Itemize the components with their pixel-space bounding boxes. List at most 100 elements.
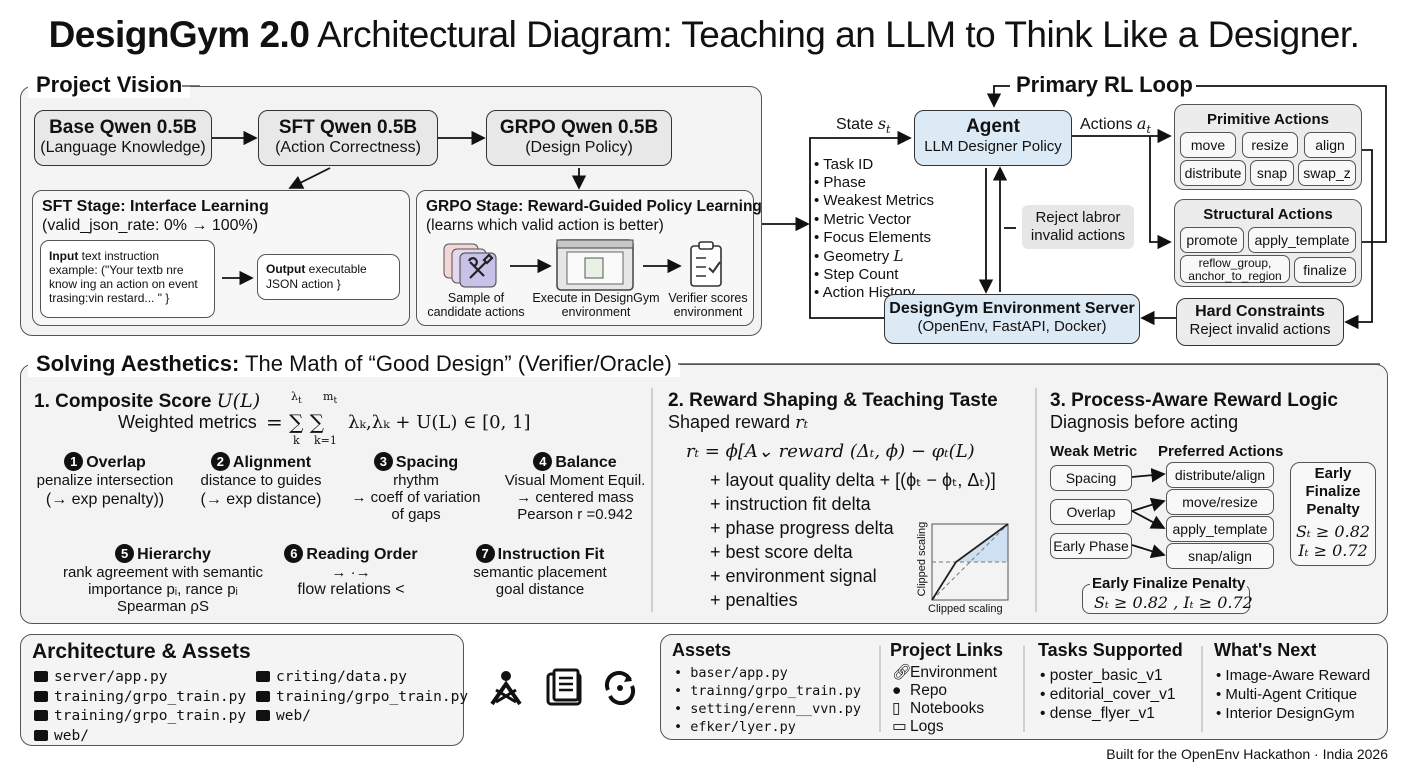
stage-sft-title: SFT Qwen 0.5B: [278, 117, 418, 138]
early-finalize-box: Early Finalize Penalty Sₜ ≥ 0.82 Iₜ ≥ 0.…: [1290, 462, 1376, 566]
reject-invalid-box: Reject labror invalid actions: [1022, 205, 1134, 249]
designer-tools-icon: [490, 671, 522, 706]
sft-stage-sub: (valid_json_rate: 0% → 100%): [42, 217, 259, 234]
state-label: State st: [836, 114, 891, 137]
environment-server-node: DesignGym Environment Server (OpenEnv, F…: [884, 294, 1140, 344]
tasks-title: Tasks Supported: [1038, 640, 1183, 660]
stage-sft-sub: (Action Correctness): [275, 139, 421, 156]
chart-y-label: Clipped scaling: [916, 521, 928, 597]
folder-icon: [34, 710, 48, 721]
grpo-step-execute: Execute in DesignGym environment: [532, 291, 660, 319]
assets-title: Assets: [672, 640, 732, 660]
folder-icon: [256, 690, 270, 702]
stage-base-sub: (Language Knowledge): [40, 139, 206, 156]
folder-icon: [256, 671, 270, 682]
folder-item: training/grpo_train.py: [34, 688, 246, 708]
verifier-clipboard-icon: [690, 241, 722, 287]
action-resize: resize: [1242, 132, 1298, 158]
page-title: DesignGym 2.0 Architectural Diagram: Tea…: [48, 14, 1360, 55]
asset-item: • efker/lyer.py: [674, 719, 796, 735]
aesthetics-title: Solving Aesthetics: The Math of “Good De…: [28, 351, 680, 377]
sft-input-text: text instruction example: ("Your textb n…: [49, 249, 198, 305]
clipped-scaling-chart: [931, 523, 1009, 601]
state-item: • Task ID: [814, 156, 874, 173]
sft-output-text: executable JSON action }: [266, 262, 367, 291]
shaped-reward-label: Shaped reward rₜ: [668, 412, 809, 433]
reward-formula: rₜ = ϕ[A⌄ reward (Δₜ, ϕ) − φₜ(L): [686, 441, 975, 462]
early-finalize-bottom-formula: Sₜ ≥ 0.82 , Iₜ ≥ 0.72: [1094, 593, 1253, 612]
folder-item: training/grpo_train.py: [256, 688, 468, 708]
next-title: What's Next: [1214, 640, 1317, 660]
action-move: move: [1180, 132, 1236, 158]
link-logs[interactable]: ▭Logs: [892, 718, 944, 735]
grpo-step-verifier: Verifier scores environment: [668, 291, 748, 319]
composite-formula-tail: λₖ,λₖ + U(L) ∈ [0, 1]: [348, 412, 531, 433]
early-finalize-bottom-title: Early Finalize Penalty: [1090, 575, 1248, 592]
sft-input-box: Input text instruction example: ("Your t…: [40, 240, 215, 318]
next-item: • Interior DesignGym: [1216, 705, 1355, 722]
links-list: 🔗︎Environment ●Repo ▯Notebooks ▭Logs: [892, 664, 997, 736]
architecture-title: Architecture & Assets: [32, 640, 251, 663]
asset-item: • trainng/grpo_train.py: [674, 683, 861, 699]
architecture-panel: [20, 634, 464, 746]
hard-constraints-node: Hard Constraints Reject invalid actions: [1176, 298, 1344, 346]
pref-snap-align: snap/align: [1166, 543, 1274, 569]
next-item: • Multi-Agent Critique: [1216, 686, 1358, 703]
architecture-col2: criting/data.py training/grpo_train.py w…: [256, 668, 468, 727]
task-item: • editorial_cover_v1: [1040, 686, 1176, 703]
stage-base-title: Base Qwen 0.5B: [49, 117, 197, 138]
environment-server-title: DesignGym Environment Server: [889, 300, 1135, 317]
grpo-step-sample: Sample of candidate actions: [427, 291, 525, 319]
reward-term: + phase progress delta: [710, 518, 894, 538]
link-notebooks[interactable]: ▯Notebooks: [892, 700, 985, 717]
folder-icon: [256, 710, 270, 721]
reward-term: + environment signal: [710, 566, 877, 586]
links-title: Project Links: [890, 640, 1004, 660]
link-repo[interactable]: ●Repo: [892, 682, 948, 699]
state-item: • Weakest Metrics: [814, 192, 935, 210]
task-item: • dense_flyer_v1: [1040, 705, 1155, 722]
tasks-list: • poster_basic_v1 • editorial_cover_v1 •…: [1040, 666, 1176, 723]
folder-item: training/grpo_train.py: [34, 707, 246, 727]
reward-term: + instruction fit delta: [710, 494, 871, 514]
link-icon: 🔗︎: [892, 664, 912, 681]
early-finalize-c1: Sₜ ≥ 0.82: [1295, 522, 1371, 541]
stage-grpo-sub: (Design Policy): [525, 139, 633, 156]
preferred-actions-header: Preferred Actions: [1158, 443, 1284, 460]
asset-item: • setting/erenn__vvn.py: [674, 701, 861, 717]
next-item: • Image-Aware Reward: [1216, 667, 1371, 684]
folder-icon: [34, 690, 48, 702]
action-apply-template: apply_template: [1248, 227, 1356, 253]
chart-x-label: Clipped scaling: [928, 603, 1003, 615]
weighted-metrics-label: Weighted metrics: [118, 412, 257, 432]
sft-output-box: Output executable JSON action }: [257, 254, 400, 300]
action-align: align: [1304, 132, 1356, 158]
pref-move-resize: move/resize: [1166, 489, 1274, 515]
link-environment[interactable]: 🔗︎Environment: [892, 664, 998, 681]
folder-item: criting/data.py: [256, 668, 468, 688]
actions-label: Actions at: [1080, 114, 1151, 137]
stage-grpo-title: GRPO Qwen 0.5B: [499, 117, 659, 138]
state-item: • Focus Elements: [814, 228, 931, 246]
rl-loop-title: Primary RL Loop: [1016, 72, 1193, 97]
sft-stage-title: SFT Stage: Interface Learning: [42, 198, 269, 215]
reward-shaping-heading: 2. Reward Shaping & Teaching Taste: [668, 390, 998, 411]
sync-loop-icon: [604, 670, 636, 706]
sft-input-label: Input: [49, 249, 79, 263]
reward-term: + layout quality delta + [(ϕₜ − ϕₜ, Δₜ)]: [710, 470, 996, 490]
action-swap-z: swap_z: [1298, 160, 1356, 186]
asset-item: • baser/app.py: [674, 665, 788, 681]
early-finalize-title: Early Finalize Penalty: [1305, 465, 1361, 518]
action-promote: promote: [1180, 227, 1244, 253]
folder-icon: [34, 729, 48, 741]
footer-credit: Built for the OpenEnv Hackathon · India …: [1106, 746, 1388, 762]
folder-icon: [34, 671, 48, 682]
process-sub: Diagnosis before acting: [1050, 412, 1239, 432]
assets-list: • baser/app.py • trainng/grpo_train.py •…: [674, 664, 861, 736]
action-distribute: distribute: [1180, 160, 1246, 186]
architecture-col1: server/app.py training/grpo_train.py tra…: [34, 668, 246, 746]
